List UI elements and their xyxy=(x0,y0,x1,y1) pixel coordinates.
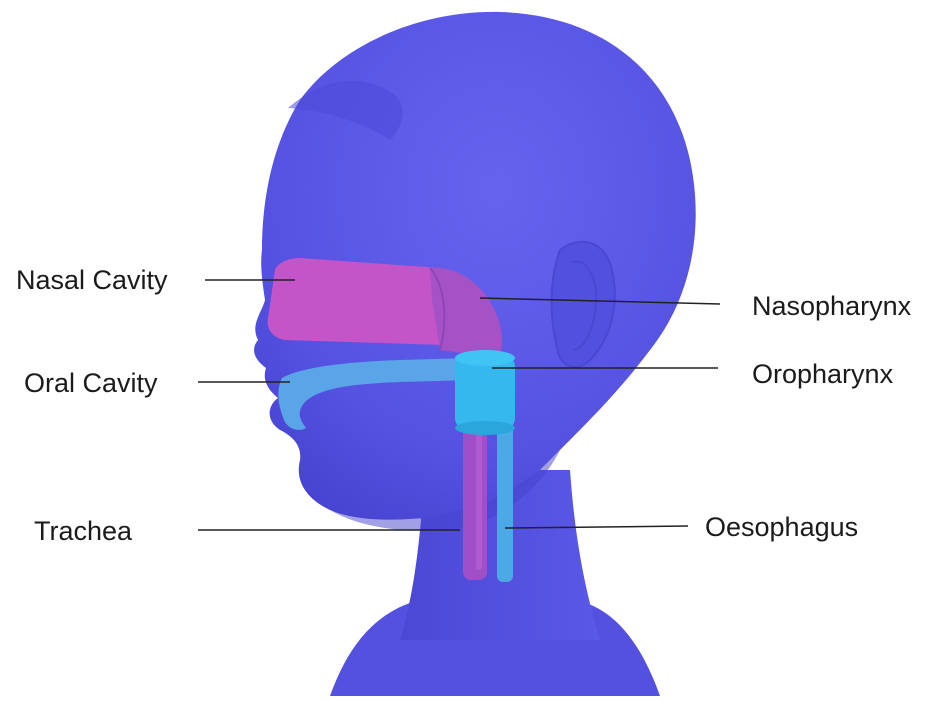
oesophagus-leader xyxy=(505,526,688,528)
oropharynx-label: Oropharynx xyxy=(752,361,893,388)
nasopharynx-leader xyxy=(480,298,720,304)
trachea-label: Trachea xyxy=(34,518,132,545)
oral-cavity-label: Oral Cavity xyxy=(24,370,158,397)
nasopharynx-label: Nasopharynx xyxy=(752,293,911,320)
oesophagus-label: Oesophagus xyxy=(705,514,858,541)
nasal-cavity-label: Nasal Cavity xyxy=(16,267,168,294)
